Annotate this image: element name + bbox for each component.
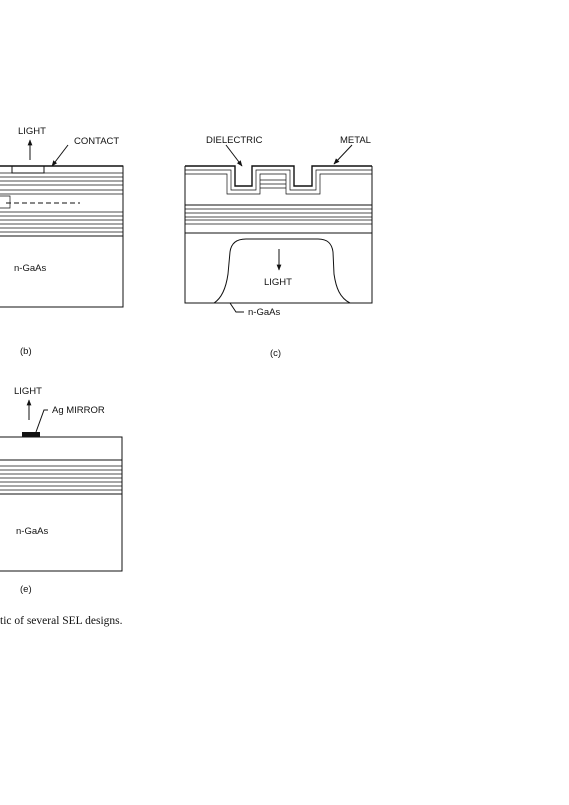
panel-b-panel-label: (b) [20,346,32,357]
panel-e-diagram: LIGHT Ag MIRROR n-GaAs (e) [0,386,123,595]
panel-c-panel-label: (c) [270,348,281,359]
panel-c-diagram: DIELECTRIC METAL LIGHT n-GaAs (c) [184,135,373,359]
panel-b-contact-window [11,166,45,174]
panel-c-metal-surface [185,165,372,187]
panel-e-mirror-label: Ag MIRROR [52,405,105,416]
panel-b-contact-label: CONTACT [74,136,119,147]
panel-c-substrate-leader [229,302,244,313]
figure-caption: tic of several SEL designs. [0,615,123,627]
panel-e-device-outline [0,436,123,572]
panel-c-light-label: LIGHT [264,277,292,288]
panel-e-light-label: LIGHT [14,386,42,397]
panel-e-mirror-leader [35,409,48,433]
panel-c-dielectric-leader [225,144,243,167]
panel-c-substrate-label: n-GaAs [248,307,280,318]
panel-e-ag-mirror [22,432,40,437]
panel-c-dielectric-label: DIELECTRIC [206,135,263,146]
panel-b-contact-leader [51,144,69,167]
panel-b-diagram: LIGHT CONTACT n-GaAs (b) [0,126,124,357]
panel-b-light-label: LIGHT [18,126,46,137]
panel-c-metal-leader [333,144,353,165]
panel-e-panel-label: (e) [20,584,32,595]
panel-c-substrate-window [213,238,351,304]
panel-c-device-outline [184,166,373,304]
panel-c-metal-label: METAL [340,135,371,146]
panel-b-substrate-label: n-GaAs [14,263,46,274]
panel-e-substrate-label: n-GaAs [16,526,48,537]
